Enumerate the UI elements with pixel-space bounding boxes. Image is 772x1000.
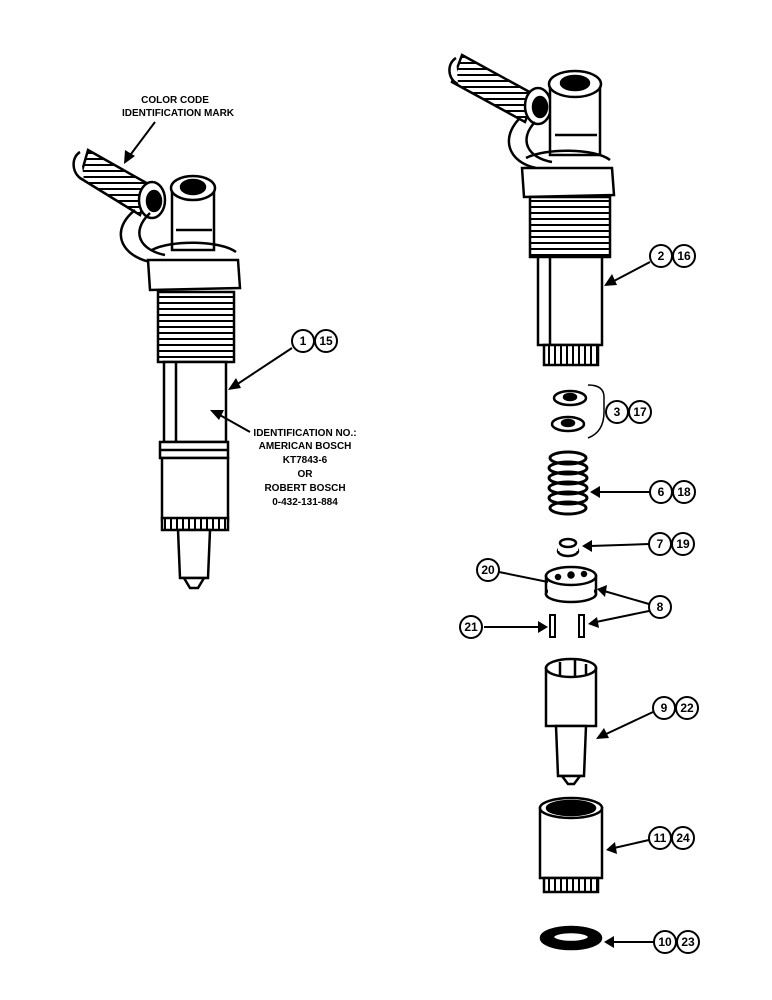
label-22: 22	[680, 701, 694, 715]
color-code-line2: IDENTIFICATION MARK	[122, 108, 235, 119]
nozzle-tip	[176, 528, 212, 580]
shims	[550, 384, 605, 439]
nozzle-nut-exploded	[538, 796, 604, 894]
ident-line5: ROBERT BOSCH	[264, 483, 345, 494]
label-23: 23	[681, 935, 695, 949]
label-3: 3	[614, 405, 621, 419]
callout-2-16: 2 16	[604, 244, 696, 286]
label-21: 21	[464, 620, 478, 634]
dowel-pins	[549, 614, 585, 638]
label-10: 10	[658, 935, 672, 949]
callout-3-17: 3 17	[605, 400, 652, 424]
identification-callout: IDENTIFICATION NO.: AMERICAN BOSCH KT784…	[210, 410, 357, 508]
ident-line6: 0-432-131-884	[272, 497, 338, 508]
ident-line1: IDENTIFICATION NO.:	[253, 428, 356, 439]
label-11: 11	[654, 831, 667, 845]
label-7: 7	[657, 537, 664, 551]
color-code-callout: COLOR CODE IDENTIFICATION MARK	[122, 95, 235, 164]
label-24: 24	[676, 831, 690, 845]
ident-line3: KT7843-6	[283, 455, 328, 466]
label-20: 20	[481, 563, 495, 577]
threaded-body	[156, 290, 236, 364]
label-16: 16	[677, 249, 691, 263]
inlet-fitting	[72, 148, 167, 264]
label-2: 2	[658, 249, 665, 263]
shank	[162, 360, 228, 444]
label-15: 15	[319, 334, 333, 348]
hex-body	[146, 241, 242, 292]
sealing-washer	[539, 925, 603, 951]
callout-21: 21	[459, 615, 548, 639]
label-1: 1	[300, 334, 307, 348]
ident-line2: AMERICAN BOSCH	[259, 441, 352, 452]
callout-11-24: 11 24	[606, 826, 695, 854]
label-19: 19	[676, 537, 690, 551]
nozzle	[544, 657, 598, 786]
callout-9-22: 9 22	[596, 696, 699, 739]
ident-line4: OR	[298, 469, 314, 480]
callout-1-15: 1 15	[228, 329, 338, 390]
label-18: 18	[677, 485, 691, 499]
nozzle-nut	[160, 456, 230, 522]
label-6: 6	[658, 485, 665, 499]
callout-7-19: 7 19	[582, 532, 695, 556]
callout-20: 20	[476, 558, 549, 583]
label-17: 17	[633, 405, 647, 419]
assembled-injector	[72, 148, 242, 590]
callout-6-18: 6 18	[590, 480, 696, 504]
callout-8: 8	[588, 585, 672, 628]
label-8: 8	[657, 600, 664, 614]
injector-body	[448, 53, 616, 367]
spring-seat	[556, 537, 580, 558]
color-code-line1: COLOR CODE	[141, 95, 209, 106]
label-9: 9	[661, 701, 668, 715]
top-nut	[169, 174, 217, 252]
callout-10-23: 10 23	[604, 930, 700, 954]
spring	[547, 450, 589, 516]
spacer-plate	[544, 565, 598, 604]
